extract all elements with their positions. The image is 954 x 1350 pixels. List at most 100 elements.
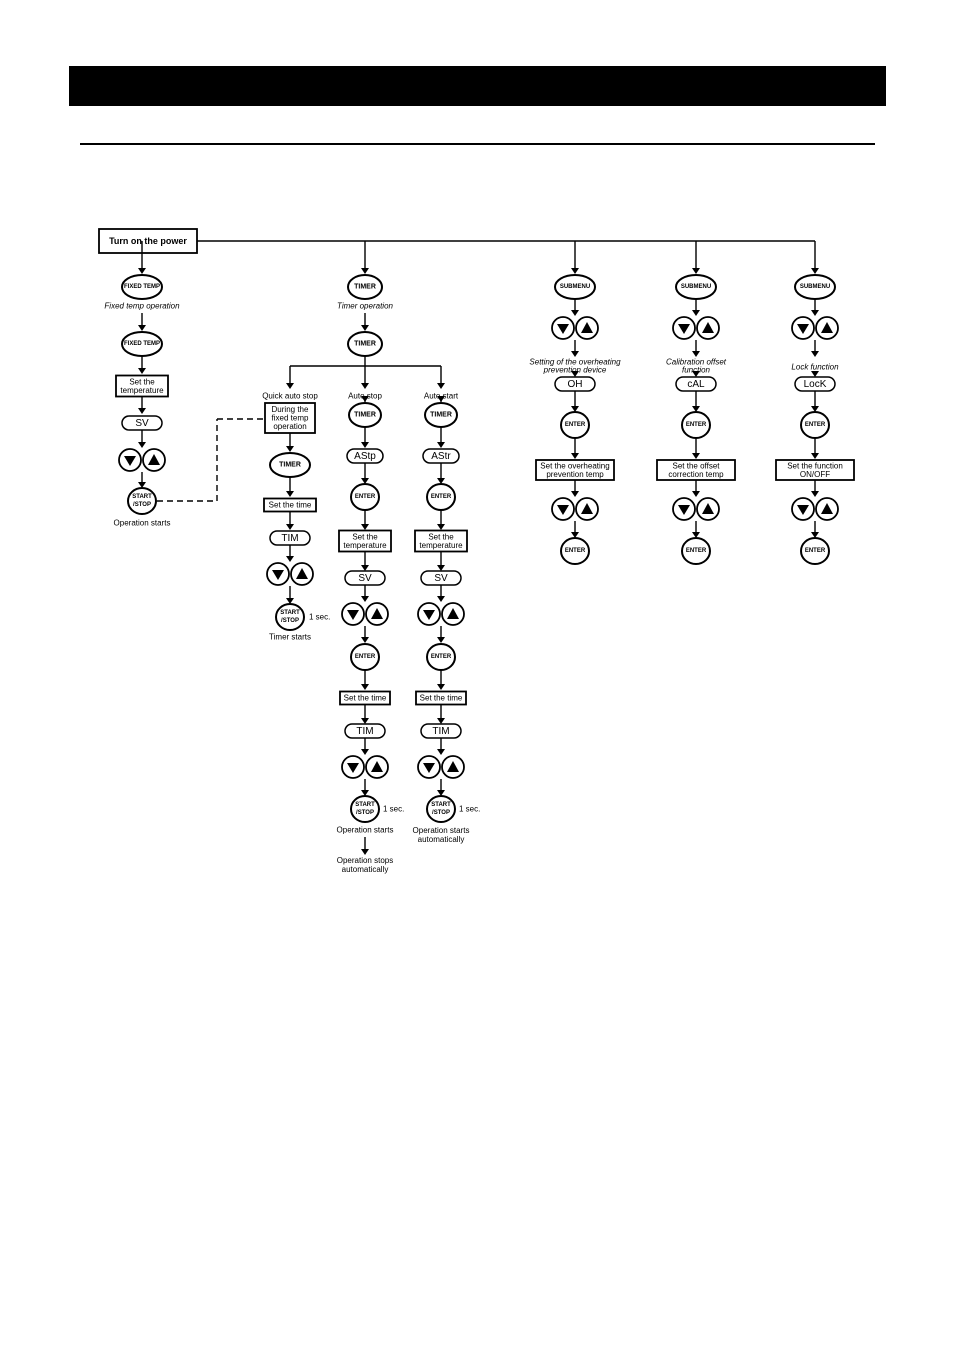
arrow-head-icon (437, 718, 445, 724)
arrow-head-icon (437, 684, 445, 690)
arrow-head-icon (571, 406, 579, 412)
during-fixed-temp-box-text: During the (272, 405, 309, 414)
auto-start-set-temp-box-text: temperature (419, 541, 463, 550)
arrow-head-icon (437, 396, 445, 402)
auto-start-set-temp-box (414, 529, 468, 553)
timer-button-label: TIMER (354, 284, 376, 291)
submenu-1-caption: Setting of the overheating (529, 358, 621, 367)
submenu-2-button-label: SUBMENU (681, 284, 711, 290)
timer-button[interactable] (347, 274, 383, 300)
fixed-temp-button[interactable] (121, 274, 163, 300)
header-bar (69, 66, 886, 106)
arrow-head-icon (437, 565, 445, 571)
operation-starts-label: Operation starts (114, 519, 171, 528)
submenu-2-enter-button-label: ENTER (686, 422, 707, 428)
arrow-head-icon (138, 442, 146, 448)
submenu-1-setting-box-text: Set the overheating (540, 461, 609, 470)
set-temperature-box (115, 374, 169, 398)
section-rule (80, 143, 875, 145)
down-triangle-icon (678, 324, 690, 334)
arrow-head-icon (437, 478, 445, 484)
submenu-2-enter-button-2[interactable] (681, 537, 711, 565)
quick-start-stop-button-label: START (280, 610, 300, 616)
quick-auto-stop-label: Quick auto stop (262, 392, 318, 401)
submenu-1-caption: prevention device (543, 366, 607, 375)
arrow-head-icon (138, 268, 146, 274)
up-triangle-icon (447, 761, 459, 772)
submenu-2-setting-box-text: correction temp (668, 470, 724, 479)
submenu-3-enter-button-label: ENTER (805, 422, 826, 428)
arrow-head-icon (138, 325, 146, 331)
auto-stop-mode-display-text: AStp (354, 451, 376, 462)
submenu-2-enter-button-2-label: ENTER (686, 548, 707, 554)
auto-start-tim-display-text: TIM (432, 726, 449, 737)
quick-timer-button-label: TIMER (279, 462, 301, 469)
auto-start-result-label: Operation starts (413, 826, 470, 835)
quick-set-time-box (263, 497, 317, 513)
quick-set-time-box-text: Set the time (269, 501, 312, 510)
auto-start-set-temp-box-text: Set the (428, 532, 454, 541)
auto-stop-sv-display-text: SV (358, 573, 372, 584)
auto-stop-set-time-box (339, 690, 391, 706)
turn-on-power-box-text: Turn on the power (109, 236, 187, 246)
up-triangle-icon (821, 503, 833, 514)
down-triangle-icon (678, 505, 690, 515)
arrow-head-icon (692, 351, 700, 357)
submenu-3-enter-button-2[interactable] (800, 537, 830, 565)
submenu-3-code-display-text: LocK (804, 379, 827, 390)
up-triangle-icon (371, 761, 383, 772)
auto-start-timer-button-label: TIMER (430, 412, 452, 419)
arrow-head-icon (361, 524, 369, 530)
arrow-head-icon (361, 718, 369, 724)
down-triangle-icon (423, 763, 435, 773)
fixed-temp-button-label: FIXED TEMP (124, 284, 160, 290)
up-triangle-icon (296, 568, 308, 579)
quick-sec-label: 1 sec. (309, 613, 330, 622)
submenu-3-caption: Lock function (791, 363, 839, 372)
submenu-3-enter-button-2-label: ENTER (805, 548, 826, 554)
auto-start-set-time-box-text: Set the time (420, 694, 463, 703)
down-triangle-icon (557, 324, 569, 334)
up-triangle-icon (821, 322, 833, 333)
submenu-1-enter-button-2[interactable] (560, 537, 590, 565)
auto-stop-result-label: Operation starts (337, 826, 394, 835)
arrow-head-icon (571, 491, 579, 497)
arrow-head-icon (361, 637, 369, 643)
auto-start-sec-label: 1 sec. (459, 805, 480, 814)
arrow-head-icon (286, 598, 294, 604)
arrow-head-icon (571, 268, 579, 274)
arrow-head-icon (571, 371, 579, 377)
arrow-head-icon (437, 749, 445, 755)
arrow-head-icon (286, 524, 294, 530)
arrow-head-icon (437, 637, 445, 643)
arrow-head-icon (361, 396, 369, 402)
arrow-head-icon (138, 368, 146, 374)
arrow-head-icon (138, 408, 146, 414)
timer-button-2-label: TIMER (354, 341, 376, 348)
up-triangle-icon (371, 608, 383, 619)
arrow-head-icon (361, 383, 369, 389)
auto-start-start-stop-button-label: /STOP (432, 810, 450, 816)
arrow-head-icon (361, 596, 369, 602)
auto-stop-start-stop-button[interactable] (350, 795, 380, 823)
set-temperature-box-text: Set the (129, 377, 155, 386)
auto-start-sv-display-text: SV (434, 573, 448, 584)
arrow-head-icon (571, 351, 579, 357)
turn-on-power-box (98, 228, 198, 254)
auto-start-set-time-box (415, 690, 467, 706)
arrow-head-icon (286, 556, 294, 562)
submenu-2-caption: Calibration offset (666, 358, 727, 367)
auto-stop-enter-button-2-label: ENTER (355, 654, 376, 660)
auto-start-enter-button-2-label: ENTER (431, 654, 452, 660)
arrow-head-icon (692, 268, 700, 274)
arrow-head-icon (286, 383, 294, 389)
arrow-head-icon (692, 491, 700, 497)
up-triangle-icon (581, 503, 593, 514)
quick-start-stop-button[interactable] (275, 603, 305, 631)
start-stop-button[interactable] (127, 487, 157, 515)
down-triangle-icon (347, 763, 359, 773)
start-stop-button-label: /STOP (133, 502, 151, 508)
auto-start-start-stop-button[interactable] (426, 795, 456, 823)
down-triangle-icon (797, 505, 809, 515)
quick-tim-display-text: TIM (281, 533, 298, 544)
